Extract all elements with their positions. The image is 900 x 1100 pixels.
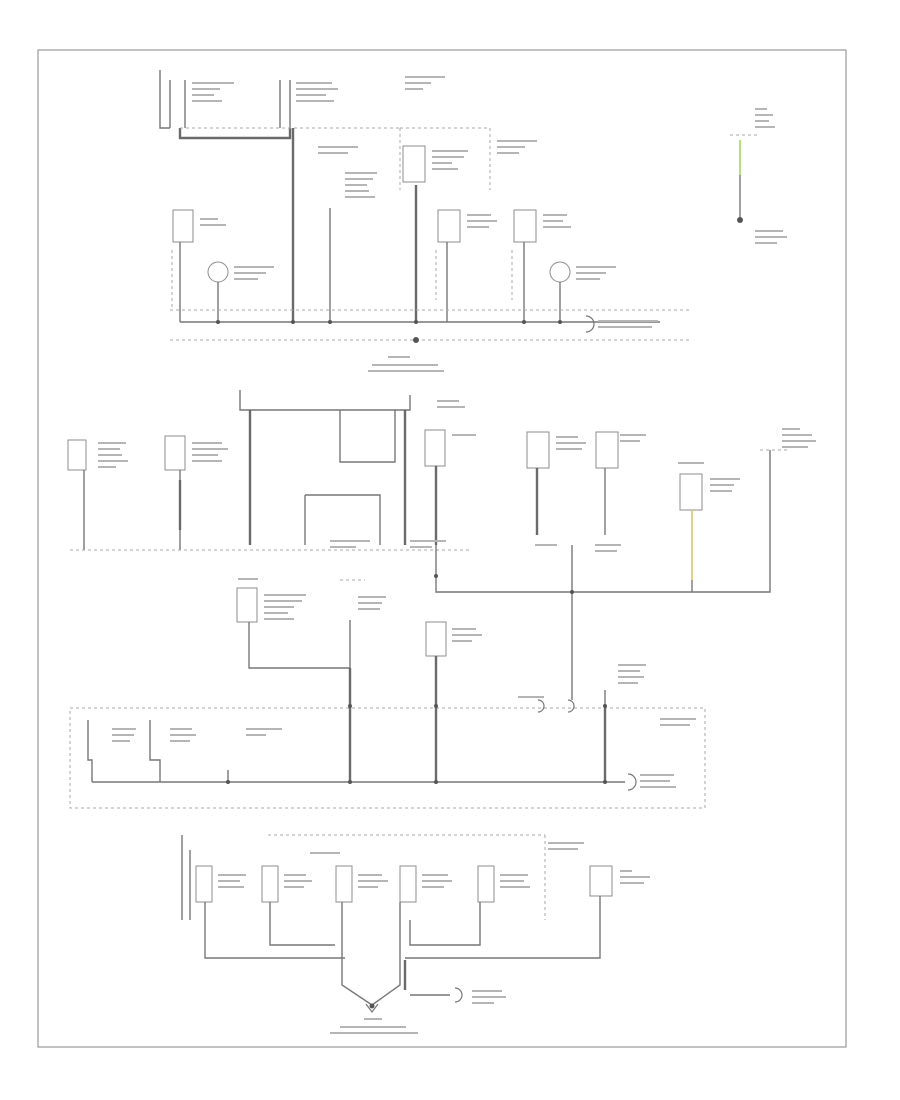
component-far-right — [679, 473, 703, 511]
bottom-component-4 — [399, 865, 417, 903]
section-upper-middle — [67, 390, 816, 705]
left-lamp-symbol — [207, 261, 229, 283]
component-mid-left-1 — [67, 439, 87, 471]
component-left-headlight — [172, 209, 194, 243]
component-mid-right-1 — [526, 431, 550, 469]
component-middle-box — [437, 209, 461, 243]
bottom-component-1 — [195, 865, 213, 903]
lower-harness-box — [69, 707, 706, 809]
right-lamp-symbol — [549, 261, 571, 283]
component-mid-right-2 — [595, 431, 619, 469]
bottom-ground-connector — [454, 987, 463, 1003]
component-right-box — [513, 209, 537, 243]
section-bottom — [181, 834, 650, 1034]
component-cluster-box — [236, 587, 258, 623]
top-ground-connector — [585, 315, 595, 333]
diagram-frame — [37, 49, 847, 1048]
component-relay-box — [402, 145, 426, 183]
bottom-component-2 — [261, 865, 279, 903]
component-mid-center — [424, 429, 446, 467]
top-harness-left — [159, 70, 171, 129]
bottom-component-6 — [589, 865, 613, 897]
bottom-ground-point — [365, 1003, 379, 1013]
component-mid-left-2 — [164, 435, 186, 471]
section-lower-middle — [69, 696, 706, 809]
bottom-component-3 — [335, 865, 353, 903]
section-top — [159, 70, 787, 372]
component-cluster-box-2 — [425, 621, 447, 657]
bottom-component-5 — [477, 865, 495, 903]
